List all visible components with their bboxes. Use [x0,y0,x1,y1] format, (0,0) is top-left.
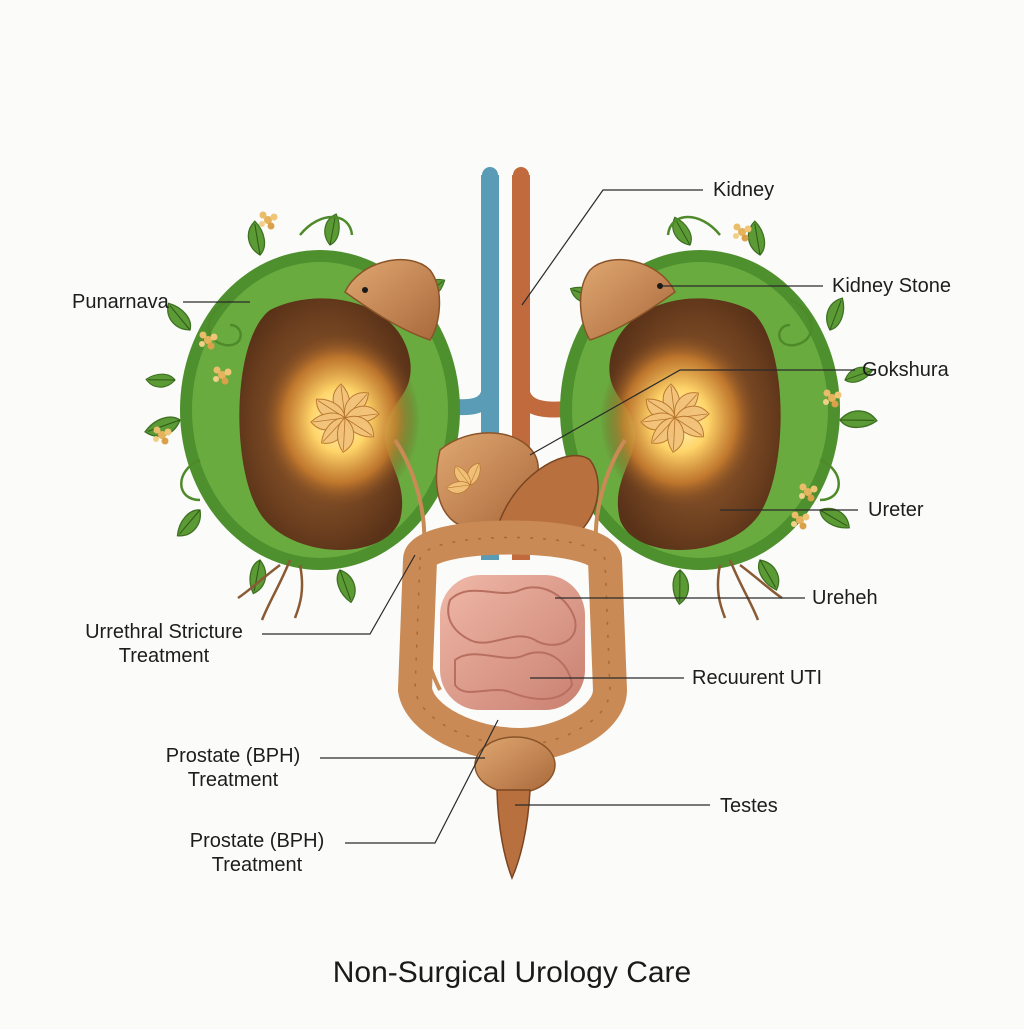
label-recurrent-uti: Recuurent UTI [692,667,823,689]
diagram-title: Non-Surgical Urology Care [332,956,692,989]
label-urethral-stricture: Urrethral Stricture Treatment [64,620,264,668]
left-kidney [142,211,473,621]
label-prostate-bph-2-line2: Treatment [211,854,303,876]
large-intestine [398,520,627,762]
label-prostate-bph-2: Prostate (BPH) Treatment [172,829,342,877]
label-kidney: Kidney [713,179,775,201]
bladder-organ [474,736,556,794]
label-prostate-bph-2-line1: Prostate (BPH) [189,830,325,852]
label-testes: Testes [720,795,778,817]
label-dots [362,283,663,293]
label-ureter: Ureter [868,499,924,521]
urethra-organ [496,789,531,880]
label-punarnava: Punarnava [72,291,169,313]
leader-lines [183,189,858,844]
label-ureheh: Ureheh [812,587,878,609]
label-urethral-stricture-line2: Treatment [118,645,210,667]
label-prostate-bph-1-line2: Treatment [187,769,279,791]
label-urethral-stricture-line1: Urrethral Stricture [85,621,243,643]
right-kidney [550,213,879,621]
label-kidney-stone: Kidney Stone [832,275,951,297]
label-prostate-bph-1-line1: Prostate (BPH) [165,745,301,767]
label-prostate-bph-1: Prostate (BPH) Treatment [148,744,318,792]
label-gokshura: Gokshura [862,359,949,381]
small-intestine [440,575,585,710]
